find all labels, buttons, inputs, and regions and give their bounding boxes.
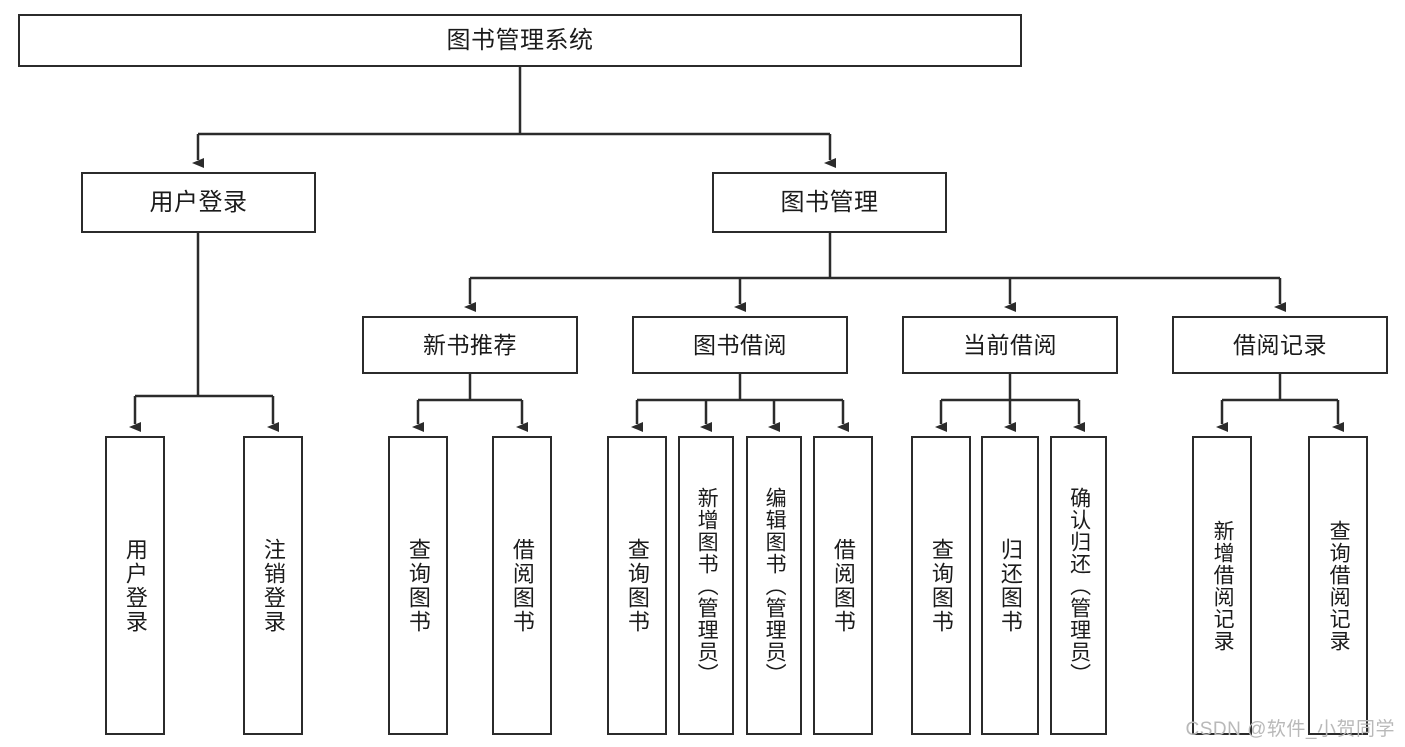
leaf-current-borrow-confirm-return-admin[interactable]: 确认归还（管理员） [1050, 436, 1107, 735]
node-label: 借阅图书 [830, 537, 856, 634]
node-label: 新书推荐 [423, 331, 517, 358]
node-new-book-recommend[interactable]: 新书推荐 [362, 316, 578, 374]
node-label: 借阅图书 [509, 537, 535, 634]
leaf-new-book-query-book[interactable]: 查询图书 [388, 436, 448, 735]
node-label: 编辑图书（管理员） [763, 486, 787, 685]
node-label: 确认归还（管理员） [1067, 486, 1091, 685]
node-root-book-management-system[interactable]: 图书管理系统 [18, 14, 1022, 67]
node-book-borrow[interactable]: 图书借阅 [632, 316, 848, 374]
node-label: 查询图书 [624, 537, 650, 634]
node-borrow-record[interactable]: 借阅记录 [1172, 316, 1388, 374]
node-label: 查询图书 [928, 537, 954, 634]
leaf-borrow-record-query-record[interactable]: 查询借阅记录 [1308, 436, 1368, 735]
node-label: 用户登录 [122, 537, 148, 634]
node-label: 注销登录 [260, 537, 286, 634]
node-label: 用户登录 [149, 188, 248, 216]
node-current-borrow[interactable]: 当前借阅 [902, 316, 1118, 374]
leaf-user-login-logout[interactable]: 注销登录 [243, 436, 303, 735]
leaf-book-borrow-edit-book-admin[interactable]: 编辑图书（管理员） [746, 436, 802, 735]
node-label: 借阅记录 [1233, 331, 1327, 358]
leaf-current-borrow-query-book[interactable]: 查询图书 [911, 436, 971, 735]
leaf-new-book-borrow-book[interactable]: 借阅图书 [492, 436, 552, 735]
leaf-current-borrow-return-book[interactable]: 归还图书 [981, 436, 1039, 735]
leaf-book-borrow-borrow-book[interactable]: 借阅图书 [813, 436, 873, 735]
leaf-book-borrow-query-book[interactable]: 查询图书 [607, 436, 667, 735]
watermark-text: CSDN @软件_小贺同学 [1185, 719, 1395, 740]
node-label: 查询图书 [405, 537, 431, 634]
leaf-book-borrow-add-book-admin[interactable]: 新增图书（管理员） [678, 436, 734, 735]
leaf-user-login-login[interactable]: 用户登录 [105, 436, 165, 735]
node-user-login[interactable]: 用户登录 [81, 172, 316, 233]
node-label: 图书借阅 [693, 331, 787, 358]
node-label: 当前借阅 [963, 331, 1057, 358]
node-label: 图书管理 [780, 188, 879, 216]
node-label: 查询借阅记录 [1327, 519, 1351, 652]
node-label: 归还图书 [997, 537, 1023, 634]
node-book-management[interactable]: 图书管理 [712, 172, 947, 233]
node-label: 新增图书（管理员） [695, 486, 719, 685]
node-label: 图书管理系统 [446, 26, 594, 54]
leaf-borrow-record-add-record[interactable]: 新增借阅记录 [1192, 436, 1252, 735]
node-label: 新增借阅记录 [1211, 519, 1235, 652]
